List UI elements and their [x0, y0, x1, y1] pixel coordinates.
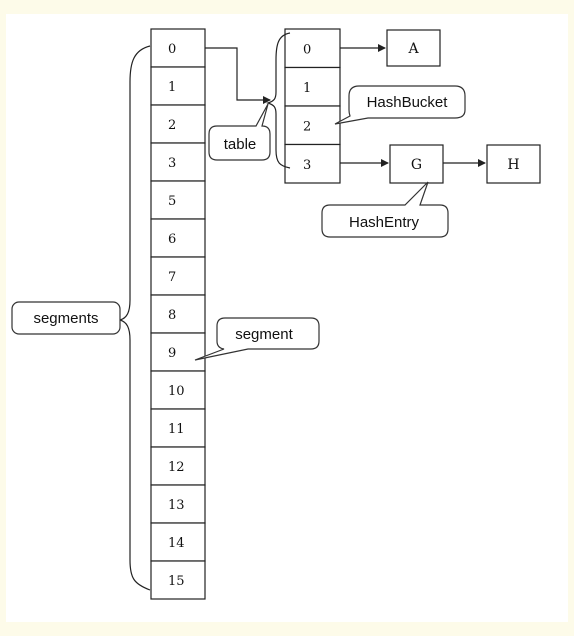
callout-hash-entry-text: HashEntry: [349, 214, 420, 231]
segment-cell: 9: [150, 332, 206, 372]
segment-cell-label: 6: [168, 232, 176, 247]
segment-cell: 10: [150, 370, 206, 410]
callout-segment-text: segment: [235, 326, 293, 343]
segment-cell: 13: [150, 484, 206, 524]
segment-cell: 2: [150, 104, 206, 144]
segment-cell: 1: [150, 66, 206, 106]
table-cell-label: 3: [303, 158, 311, 173]
segment-cell-label: 2: [168, 118, 176, 133]
table-cell: 3: [284, 143, 341, 184]
entry-node-A-label: A: [407, 41, 419, 57]
entry-node-A: A: [386, 29, 441, 67]
segment-cell: 12: [150, 446, 206, 486]
segment-cell: 7: [150, 256, 206, 296]
table-array: 0 1 2 3: [284, 28, 341, 184]
segment-cell-label: 7: [168, 270, 176, 285]
segment-cell: 6: [150, 218, 206, 258]
segment-cell-label: 5: [168, 194, 176, 209]
segment-cell-label: 3: [168, 156, 176, 171]
segment-cell-label: 1: [168, 80, 176, 95]
table-cell-label: 0: [303, 42, 311, 57]
callout-segment: segment: [194, 317, 320, 361]
segment-cell-label: 11: [168, 422, 185, 437]
segment-cell-label: 9: [168, 346, 176, 361]
callout-hash-entry: HashEntry: [321, 181, 449, 238]
callout-table-text: table: [224, 136, 257, 153]
table-brace: [266, 32, 291, 169]
segment-cell: 3: [150, 142, 206, 182]
entry-node-G-label: G: [411, 157, 422, 173]
entry-node-G: G: [389, 144, 444, 184]
segments-brace: [117, 45, 151, 591]
entry-node-H: H: [486, 144, 541, 184]
segment-cell-label: 15: [168, 574, 185, 589]
callout-table: table: [208, 103, 271, 161]
table-cell: 2: [284, 105, 341, 146]
entry-node-H-label: H: [507, 157, 519, 173]
callout-segments-text: segments: [33, 310, 98, 327]
table-cell: 1: [284, 66, 341, 107]
segment-cell: 15: [150, 560, 206, 600]
callout-segments: segments: [11, 301, 121, 335]
segment-cell: 14: [150, 522, 206, 562]
segment-cell-label: 8: [168, 308, 176, 323]
segment-cell-label: 10: [168, 384, 185, 399]
segment-cell: 8: [150, 294, 206, 334]
segment-cell-label: 14: [168, 536, 185, 551]
segment-cell-label: 13: [168, 498, 185, 513]
segment-cell-label: 0: [168, 42, 176, 57]
segment-cell: 5: [150, 180, 206, 220]
segment-to-table-arrow: [205, 47, 271, 104]
table-cell: 0: [284, 28, 341, 69]
segment-cell-label: 12: [168, 460, 185, 475]
segment-cell: 11: [150, 408, 206, 448]
callout-hash-bucket: HashBucket: [334, 85, 466, 125]
segment-cell: 0: [150, 28, 206, 68]
table-cell-label: 1: [303, 81, 311, 96]
callout-hash-bucket-text: HashBucket: [367, 94, 449, 111]
table-cell-label: 2: [303, 119, 311, 134]
